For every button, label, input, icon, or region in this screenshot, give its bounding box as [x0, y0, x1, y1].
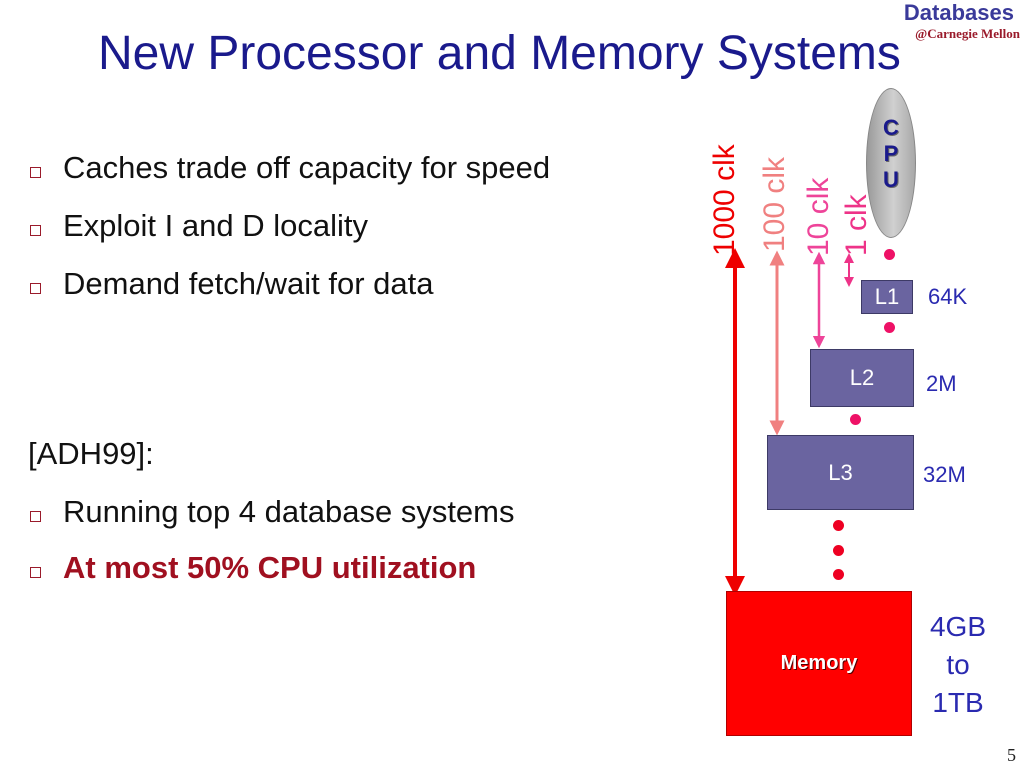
connector-dot: [884, 322, 895, 333]
l2-size-label: 2M: [926, 371, 957, 396]
memory-size-line: 1TB: [932, 687, 984, 718]
l3-cache-box: L3: [767, 435, 914, 510]
bullet-text: Caches trade off capacity for speed: [63, 150, 551, 185]
bullet-item: At most 50% CPU utilization: [30, 548, 476, 588]
brand-title: Databases: [903, 0, 1014, 25]
bullet-square-icon: [30, 510, 41, 522]
cpu-letter: C: [883, 115, 899, 140]
cpu-letter: U: [883, 167, 899, 192]
bullet-square-icon: [30, 224, 41, 236]
l3-size-label: 32M: [923, 462, 966, 487]
bullet-text: Exploit I and D locality: [63, 208, 368, 243]
bullet-text-emphasis: At most 50% CPU utilization: [63, 550, 477, 585]
memory-latency-label: 1000 clk: [708, 144, 741, 256]
l1-cache-box: L1: [861, 280, 913, 314]
l2-latency-label: 10 clk: [802, 177, 835, 256]
memory-size-line: to: [946, 649, 970, 680]
bullet-square-icon: [30, 566, 41, 578]
memory-size-label: 4GB to 1TB: [918, 608, 998, 722]
reference-label: [ADH99]:: [28, 436, 154, 471]
l1-size-label: 64K: [928, 284, 968, 309]
bullet-text: Running top 4 database systems: [63, 494, 515, 529]
connector-dot: [833, 569, 844, 580]
l1-latency-label: 1 clk: [840, 194, 873, 256]
l3-latency-label: 100 clk: [758, 156, 791, 252]
bullet-item: Exploit I and D locality: [30, 206, 368, 246]
connector-dot: [884, 249, 895, 260]
memory-size-line: 4GB: [929, 611, 987, 642]
bullet-square-icon: [30, 166, 41, 178]
bullet-square-icon: [30, 282, 41, 294]
connector-dot: [833, 545, 844, 556]
connector-dot: [833, 520, 844, 531]
bullet-item: Caches trade off capacity for speed: [30, 148, 550, 188]
bullet-text: Demand fetch/wait for data: [63, 266, 434, 301]
memory-box: Memory: [726, 591, 912, 736]
cpu-letter: P: [883, 141, 899, 166]
connector-dot: [850, 414, 861, 425]
bullet-item: Demand fetch/wait for data: [30, 264, 433, 304]
cpu-node: C P U: [866, 88, 916, 238]
page-title: New Processor and Memory Systems: [98, 27, 901, 80]
bullet-item: Running top 4 database systems: [30, 492, 515, 532]
slide-number: 5: [1007, 745, 1016, 765]
l2-cache-box: L2: [810, 349, 914, 407]
brand-subtitle: @Carnegie Mellon: [915, 26, 1020, 41]
